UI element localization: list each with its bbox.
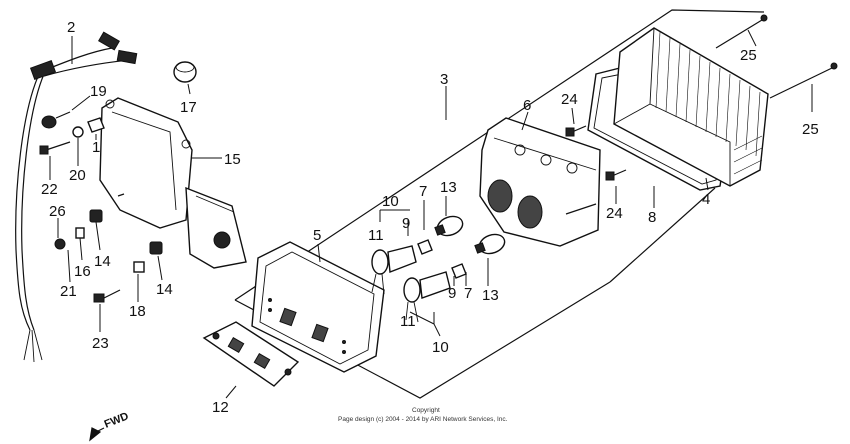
callout-14a: 14	[94, 253, 111, 270]
callout-7b: 7	[464, 285, 472, 302]
callout-25a: 25	[740, 47, 757, 64]
fwd-label: FWD	[103, 410, 131, 431]
washer-19	[41, 111, 71, 129]
tail-light-lens-4	[613, 27, 769, 187]
gasket-12	[202, 321, 300, 387]
fwd-arrow: FWD	[89, 410, 131, 442]
copyright-notice: Copyright Page design (c) 2004 - 2014 by…	[338, 407, 508, 423]
callout-2: 2	[67, 19, 75, 36]
collar-1	[87, 117, 105, 133]
callout-24a: 24	[561, 91, 578, 108]
callout-8: 8	[648, 209, 656, 226]
copyright-line-2: Page design (c) 2004 - 2014 by ARI Netwo…	[338, 416, 508, 423]
callout-23: 23	[92, 335, 109, 352]
rubber-cushion-17	[173, 61, 197, 83]
callout-9a: 9	[402, 215, 410, 232]
callout-9b: 9	[448, 285, 456, 302]
wiring-harness	[15, 31, 138, 363]
callout-1: 1	[92, 139, 100, 156]
callout-11a: 11	[368, 227, 384, 244]
callout-10b: 10	[432, 339, 449, 356]
callout-14b: 14	[156, 281, 173, 298]
callout-20: 20	[69, 167, 86, 184]
callout-25b: 25	[802, 121, 819, 138]
callout-18: 18	[129, 303, 146, 320]
license-light-plate-5	[251, 241, 385, 373]
bulb-socket-upper	[371, 239, 433, 295]
callout-26: 26	[49, 203, 66, 220]
callout-13a: 13	[440, 179, 457, 196]
callout-17: 17	[180, 99, 197, 116]
callout-19: 19	[90, 83, 107, 100]
callout-22: 22	[41, 181, 58, 198]
callout-4: 4	[702, 191, 710, 208]
callout-13b: 13	[482, 287, 499, 304]
callout-21: 21	[60, 283, 77, 300]
callout-15: 15	[224, 151, 241, 168]
callout-6: 6	[523, 97, 531, 114]
tail-light-bracket	[99, 97, 247, 269]
copyright-line-1: Copyright	[412, 407, 440, 414]
tail-light-housing-6	[479, 117, 601, 247]
callout-5: 5	[313, 227, 321, 244]
screw-24-upper	[565, 125, 587, 137]
callout-16: 16	[74, 263, 91, 280]
callouts: 2 19 17 3 1 15 20 22 26 16 21 14 14 18 2…	[41, 19, 819, 416]
leader-lines	[49, 29, 813, 399]
callout-7a: 7	[419, 183, 427, 200]
callout-11b: 11	[400, 313, 416, 330]
screw-25-upper	[715, 14, 768, 49]
callout-12: 12	[212, 399, 229, 416]
screw-24-lower	[605, 169, 627, 181]
bolt-22	[39, 141, 71, 155]
callout-24b: 24	[606, 205, 623, 222]
callout-3: 3	[440, 71, 448, 88]
callout-10a: 10	[382, 193, 399, 210]
screw-25-lower	[769, 62, 838, 99]
bulb-13-lower	[474, 233, 506, 255]
bulb-13-upper	[434, 215, 464, 237]
washer-20	[72, 126, 84, 138]
